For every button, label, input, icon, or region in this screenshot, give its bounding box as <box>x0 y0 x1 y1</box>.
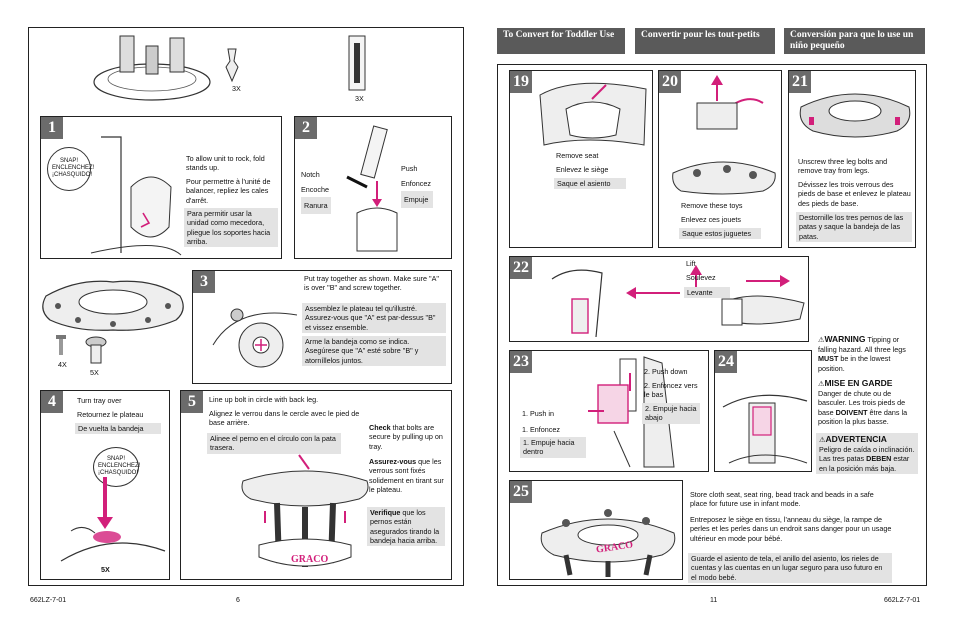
push-down-es: 2. Empuje hacia abajo <box>642 403 700 424</box>
step-5-check-en: Check that bolts are secure by pulling u… <box>369 423 443 451</box>
left-footer-code: 662LZ-7-01 <box>30 597 67 604</box>
step-19-panel: 19 Remove seat Enlevez le siège Saque el… <box>509 70 653 248</box>
remove-seat-illustration <box>539 82 647 146</box>
warning-icon: ⚠ <box>818 335 825 344</box>
step-number: 21 <box>789 71 811 93</box>
insert-clip-illustration <box>346 125 398 252</box>
step-5-check-es: Verifique que los pernos están asegurado… <box>367 507 445 547</box>
notch-label: Notch Encoche Ranura <box>301 167 331 214</box>
right-footer-code: 662LZ-7-01 <box>884 597 921 604</box>
push-in-es: 1. Empuje hacia dentro <box>520 437 586 458</box>
step-number: 1 <box>41 117 63 139</box>
clip-qty: 3X <box>232 84 241 93</box>
step-25-text-fr: Entreposez le siège en tissu, l'anneau d… <box>690 515 892 543</box>
push-in-fr: 1. Enfoncez <box>522 425 560 434</box>
warning-fr: ⚠MISE EN GARDE Danger de chute ou de bas… <box>818 378 908 427</box>
step-3-text-es: Arme la bandeja como se indica. Asegúres… <box>302 336 446 367</box>
tray-illustration <box>42 280 184 331</box>
step-number: 24 <box>715 351 737 373</box>
push-down-en: 2. Push down <box>644 367 688 376</box>
remove-toys-illustration <box>672 75 776 195</box>
step-1-text-en: To allow unit to rock, fold stands up. <box>186 154 265 173</box>
step-20-panel: 20 Remove these toys Enlevez ces jouets … <box>658 70 782 248</box>
tray-assembly-illustration <box>212 308 298 368</box>
warning-icon: ⚠ <box>818 379 825 388</box>
warning-es: ⚠ADVERTENCIA Peligro de caída o inclinac… <box>816 433 918 475</box>
push-in-en: 1. Push in <box>522 409 554 418</box>
screw-bolt-icon <box>56 335 66 355</box>
turn-tray-en: Turn tray over <box>77 396 122 405</box>
remove-seat-es: Saque el asiento <box>554 178 626 190</box>
step-1-text-fr: Pour permettre à l'unité de balancer, re… <box>186 177 271 205</box>
step-number: 23 <box>510 351 532 373</box>
base-ring-illustration <box>93 35 211 101</box>
knob-qty: 5X <box>90 368 99 377</box>
step-21-text-en: Unscrew three leg bolts and remove tray … <box>798 157 888 176</box>
step-number: 25 <box>510 481 532 503</box>
step-5-text-fr: Alignez le verrou dans le cercle avec le… <box>209 409 360 428</box>
step-5-text-es: Alinee el perno en el círculo con la pat… <box>207 433 341 454</box>
step-5-panel: 5 Line up bolt in circle with back leg. … <box>180 390 452 580</box>
lift-en: Lift <box>686 259 696 268</box>
step-25-panel: 25 GRACO <box>509 480 683 580</box>
knob-qty: 5X <box>101 565 110 574</box>
toddler-mode-illustration <box>540 509 676 577</box>
step-5-text-en: Line up bolt in circle with back leg. <box>209 395 319 404</box>
header-fr: Convertir pour les tout-petits <box>635 28 775 54</box>
brand-logo: GRACO <box>291 554 329 565</box>
battery-qty: 3X <box>355 94 364 103</box>
header-en: To Convert for Toddler Use <box>497 28 625 54</box>
step-5-check-fr: Assurez-vous que les verrous sont fixés … <box>369 457 444 495</box>
base-bolt-illustration <box>241 454 369 567</box>
step-23-panel: 23 1. Push in 1. Enfoncez 1. Empuje haci… <box>509 350 709 472</box>
lift-es: Levante <box>684 287 730 299</box>
step-3-text-en: Put tray together as shown. Make sure "A… <box>304 274 439 293</box>
bolt-qty: 4X <box>58 360 67 369</box>
step-21-text-es: Destornille los tres pernos de las patas… <box>796 212 912 243</box>
step-number: 20 <box>659 71 681 93</box>
snap-knob-illustration <box>60 477 166 562</box>
header-es: Conversión para que lo use un niño peque… <box>784 28 925 54</box>
right-footer-page: 11 <box>710 597 718 604</box>
push-down-fr: 2. Enfoncez vers le bas <box>644 381 698 400</box>
lift-tray-illustration <box>551 265 805 338</box>
step-2-panel: 2 Notch Encoche Ranura Push Enfoncez Emp… <box>294 116 452 259</box>
remove-seat-fr: Enlevez le siège <box>556 165 609 174</box>
step-number: 2 <box>295 117 317 139</box>
step-4-panel: 4 Turn tray over Retournez le plateau De… <box>40 390 170 580</box>
step-number: 19 <box>510 71 532 93</box>
warning-en: ⚠WARNING Tipping or falling hazard. All … <box>818 334 906 373</box>
step-22-panel: 22 Lift Soulevez Levante <box>509 256 809 342</box>
step-25-text-es: Guarde el asiento de tela, el anillo del… <box>688 553 892 584</box>
remove-toys-es: Saque estos juguetes <box>679 228 761 240</box>
snap-callout: SNAP! ENCLENCHEZ! ¡CHASQUIDO! <box>93 447 140 487</box>
turn-tray-fr: Retournez le plateau <box>77 410 144 419</box>
knob-icon <box>85 336 107 364</box>
remove-seat-en: Remove seat <box>556 151 599 160</box>
step-number: 22 <box>510 257 532 279</box>
turn-tray-es: De vuelta la bandeja <box>75 423 161 435</box>
lowest-position-illustration <box>722 394 808 464</box>
step-25-text-en: Store cloth seat, seat ring, bead track … <box>690 490 874 509</box>
battery-pack-illustration <box>348 35 366 91</box>
warning-icon: ⚠ <box>819 435 826 444</box>
step-24-panel: 24 <box>714 350 812 472</box>
lift-fr: Soulevez <box>686 273 716 282</box>
remove-toys-fr: Enlevez ces jouets <box>681 215 741 224</box>
leg-clip-illustration <box>225 48 239 83</box>
step-3-text-fr: Assemblez le plateau tel qu'illustré. As… <box>302 303 446 334</box>
snap-callout: SNAP! ENCLENCHEZ! ¡CHASQUIDO! <box>47 147 94 191</box>
push-label: Push Enfoncez Empuje <box>401 161 433 208</box>
step-21-text-fr: Dévissez les trois verrous des pieds de … <box>798 180 911 208</box>
remove-toys-en: Remove these toys <box>681 201 743 210</box>
step-number: 4 <box>41 391 63 413</box>
left-footer-page: 6 <box>236 597 240 604</box>
step-number: 5 <box>181 391 203 413</box>
unscrew-legs-illustration <box>799 93 911 138</box>
step-1-text-es: Para permitir usar la unidad como mecedo… <box>184 208 278 248</box>
fold-stand-illustration <box>90 136 182 256</box>
step-number: 3 <box>193 271 215 293</box>
